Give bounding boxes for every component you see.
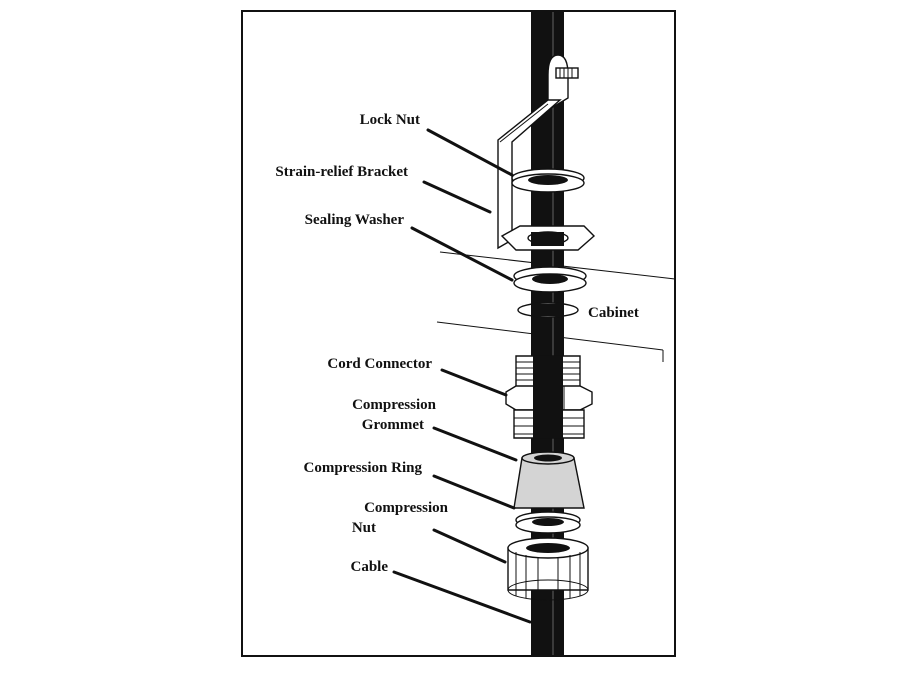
lock-nut-leader [426,128,514,177]
bracket-leader [422,180,492,214]
lock-nut-ring [511,168,585,193]
compression-nut [507,537,589,601]
cable-leader [392,570,532,624]
compression-grommet [513,451,585,509]
label-sealing-washer: Sealing Washer [305,212,405,228]
compression-ring-leader [432,474,516,510]
label-cabinet: Cabinet [588,305,639,321]
cabinet-hole [517,302,579,318]
label-strain-relief-bracket: Strain-relief Bracket [275,164,408,180]
label-compression-ring: Compression Ring [304,460,423,476]
diagram-frame [241,10,676,657]
lock-nut [547,54,579,112]
sealing-washer-leader [410,226,514,282]
labels: Lock Nut Strain-relief Bracket Sealing W… [275,112,638,575]
leader-lines [392,128,532,624]
sealing-washer [513,266,587,293]
label-compression-grommet-line1: Compression [352,397,437,413]
compression-nut-leader [432,528,507,564]
label-compression-nut-line1: Compression [364,500,449,516]
compression-grommet-leader [432,426,518,462]
strain-relief-bracket [497,99,596,251]
label-compression-nut-line2: Nut [352,520,376,536]
compression-ring [515,511,581,534]
label-cable: Cable [351,559,389,575]
cord-connector-leader [440,368,508,397]
label-lock-nut: Lock Nut [360,112,420,128]
cord-connector-body [505,355,593,439]
label-cord-connector: Cord Connector [327,356,432,372]
label-compression-grommet-line2: Grommet [362,417,424,433]
